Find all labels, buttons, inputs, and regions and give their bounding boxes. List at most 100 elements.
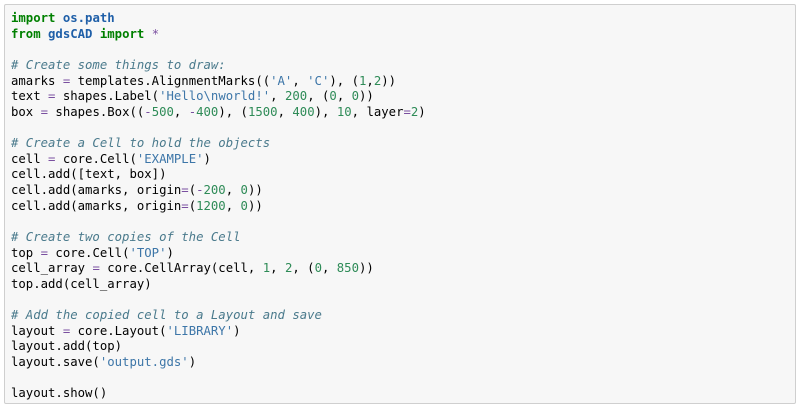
code-token: layout.show() [11, 386, 108, 401]
code-token: 'A' [270, 73, 293, 88]
code-token: , [270, 89, 285, 104]
code-token: ( [188, 183, 197, 198]
code-line: cell.add(amarks, origin=(1200, 0)) [11, 199, 426, 215]
code-token: 'C' [307, 73, 330, 88]
code-token: 2 [284, 261, 293, 276]
code-line [11, 42, 426, 58]
code-token: import [99, 26, 145, 41]
code-token: 'TOP' [129, 245, 167, 260]
code-token: 850 [336, 261, 359, 276]
code-token: , [225, 198, 241, 213]
code-token: * [151, 26, 160, 41]
code-line: layout.add(top) [11, 339, 426, 355]
code-token: 'LIBRARY' [166, 323, 234, 338]
code-token: , [366, 73, 374, 88]
code-token: layout.save( [11, 355, 100, 370]
code-token: , [225, 183, 241, 198]
code-token: 0 [240, 198, 248, 213]
code-token: , [173, 104, 189, 119]
code-token: box [11, 104, 41, 119]
code-token: shapes.Box(( [48, 104, 145, 119]
code-token: 1 [262, 261, 271, 276]
code-token: , [336, 89, 352, 104]
code-token: 2 [373, 73, 382, 88]
code-token [41, 27, 48, 41]
code-line: # Create a Cell to hold the objects [11, 136, 426, 152]
code-line [11, 214, 426, 230]
code-token: 'Hello\nworld!' [159, 89, 271, 104]
code-token: = [40, 104, 49, 119]
code-token: top [11, 245, 41, 260]
code-token: )) [247, 198, 263, 213]
code-token: )) [359, 89, 374, 104]
code-token: 1200 [196, 198, 226, 213]
code-line: cell_array = core.CellArray(cell, 1, 2, … [11, 261, 426, 277]
code-token: - [188, 104, 197, 119]
code-line: # Add the copied cell to a Layout and sa… [11, 308, 426, 324]
code-token: , [321, 261, 337, 276]
code-token: 0 [314, 261, 322, 276]
code-line: top = core.Cell('TOP') [11, 246, 426, 262]
code-line [11, 293, 426, 309]
code-token: layout.add(top) [11, 339, 123, 354]
code-line: text = shapes.Label('Hello\nworld!', 200… [11, 89, 426, 105]
code-token: ) [418, 104, 426, 119]
code-token: core.Cell( [55, 151, 137, 166]
code-line: # Create some things to draw: [11, 58, 426, 74]
code-token: os.path [62, 11, 115, 25]
code-token: , [270, 261, 285, 276]
code-token [55, 11, 62, 25]
code-token: # Create a Cell to hold the objects [11, 136, 271, 151]
code-token: ) [166, 245, 174, 260]
code-token: import [11, 11, 56, 25]
code-token: # Add the copied cell to a Layout and sa… [11, 308, 322, 323]
code-token: - [144, 104, 152, 119]
code-line: cell.add([text, box]) [11, 167, 426, 183]
code-line: from gdsCAD import * [11, 27, 426, 43]
code-token: top.add(cell_array) [11, 276, 152, 291]
code-token: = [62, 73, 71, 88]
code-token: amarks [11, 73, 63, 88]
code-token: )) [247, 183, 263, 198]
code-token: 'EXAMPLE' [136, 151, 204, 166]
code-line: box = shapes.Box((-500, -400), (1500, 40… [11, 105, 426, 121]
code-token: 0 [240, 183, 248, 198]
code-token: 200 [284, 89, 308, 104]
code-token: = [40, 245, 49, 260]
code-token: )) [381, 73, 397, 88]
code-token: text [11, 89, 49, 104]
code-token [144, 27, 151, 41]
code-token: 400 [292, 104, 315, 119]
code-token: = [403, 104, 411, 119]
code-token: = [48, 89, 56, 104]
code-token: ) [203, 151, 211, 166]
code-token: ) [233, 323, 241, 338]
code-token: , [277, 104, 293, 119]
code-token: 0 [351, 89, 360, 104]
code-token: templates.AlignmentMarks(( [70, 73, 271, 88]
code-token: cell.add(amarks, origin [11, 198, 182, 213]
code-token: 500 [151, 104, 174, 119]
code-token: gdsCAD [48, 26, 93, 41]
code-token: core.Cell( [48, 245, 130, 260]
code-line: amarks = templates.AlignmentMarks(('A', … [11, 74, 426, 90]
code-token: = [181, 183, 189, 198]
code-line: # Create two copies of the Cell [11, 230, 426, 246]
code-token: , layer [351, 104, 404, 119]
code-token: 0 [329, 89, 337, 104]
code-line: cell.add(amarks, origin=(-200, 0)) [11, 183, 426, 199]
code-token: 10 [336, 104, 352, 119]
code-token: 1500 [247, 104, 278, 119]
code-line: import os.path [11, 11, 426, 27]
code-token: ), ( [218, 104, 248, 119]
code-token: , ( [307, 89, 330, 104]
code-token [92, 27, 99, 41]
code-line: layout = core.Layout('LIBRARY') [11, 324, 426, 340]
code-token: # Create two copies of the Cell [11, 229, 241, 244]
code-token: )) [359, 261, 374, 276]
code-token: from [11, 26, 41, 41]
code-token: cell.add([text, box]) [11, 167, 167, 182]
code-line: top.add(cell_array) [11, 277, 426, 293]
